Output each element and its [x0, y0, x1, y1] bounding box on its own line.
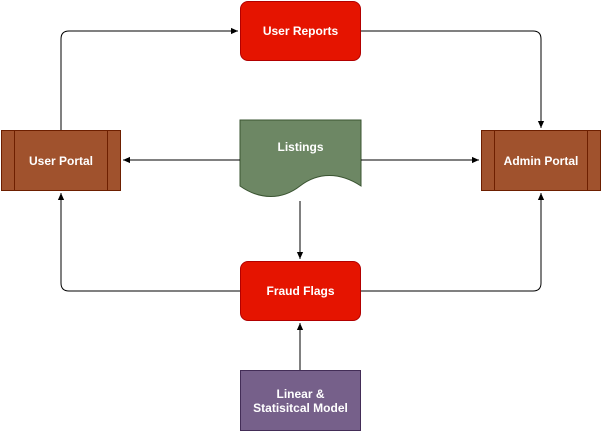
edge-fraud-flags-to-admin-portal	[361, 193, 545, 292]
admin-portal-right-bar	[587, 131, 588, 190]
user-portal-left-bar	[14, 131, 15, 190]
user-reports-node[interactable]: User Reports	[240, 1, 361, 61]
admin-portal-label: Admin Portal	[503, 153, 579, 168]
admin-portal-left-bar	[494, 131, 495, 190]
fraud-flags-label: Fraud Flags	[266, 284, 335, 298]
listings-label: Listings	[277, 140, 324, 154]
fraud-flags-node[interactable]: Fraud Flags	[240, 261, 361, 321]
user-portal-right-bar	[107, 131, 108, 190]
edge-user-reports-to-admin-portal	[361, 30, 545, 128]
user-portal-label: User Portal	[28, 153, 94, 168]
user-portal-node[interactable]: User Portal	[1, 130, 121, 191]
model-node[interactable]: Linear & Statisitcal Model	[240, 370, 361, 431]
admin-portal-node[interactable]: Admin Portal	[481, 130, 601, 191]
model-label: Linear & Statisitcal Model	[253, 386, 348, 415]
listings-document-shape	[239, 119, 362, 197]
edge-fraud-flags-to-user-portal	[57, 193, 240, 292]
edge-user-portal-to-user-reports	[60, 27, 238, 130]
user-reports-label: User Reports	[262, 24, 339, 38]
